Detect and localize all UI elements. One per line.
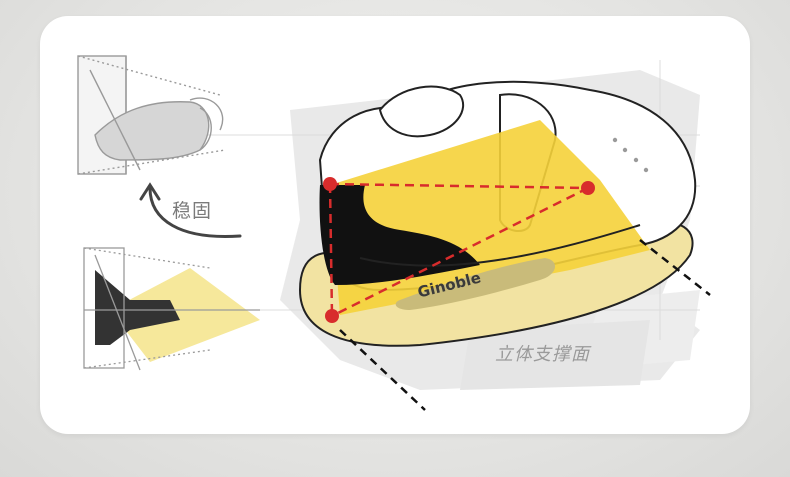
stable-label: 稳固 [172,200,213,222]
foot-sketch-top [77,55,226,175]
support-triangle [328,182,589,318]
projection-lines [339,239,711,411]
up-arrow-icon [139,182,242,239]
support-point-front [581,181,595,195]
foot-sketch-bottom [83,247,260,371]
support-point-heel-top [323,177,337,191]
support-point-heel-bottom [325,309,339,323]
support-plane-label: 立体支撑面 [495,344,590,365]
shoe-illustration [298,80,697,347]
